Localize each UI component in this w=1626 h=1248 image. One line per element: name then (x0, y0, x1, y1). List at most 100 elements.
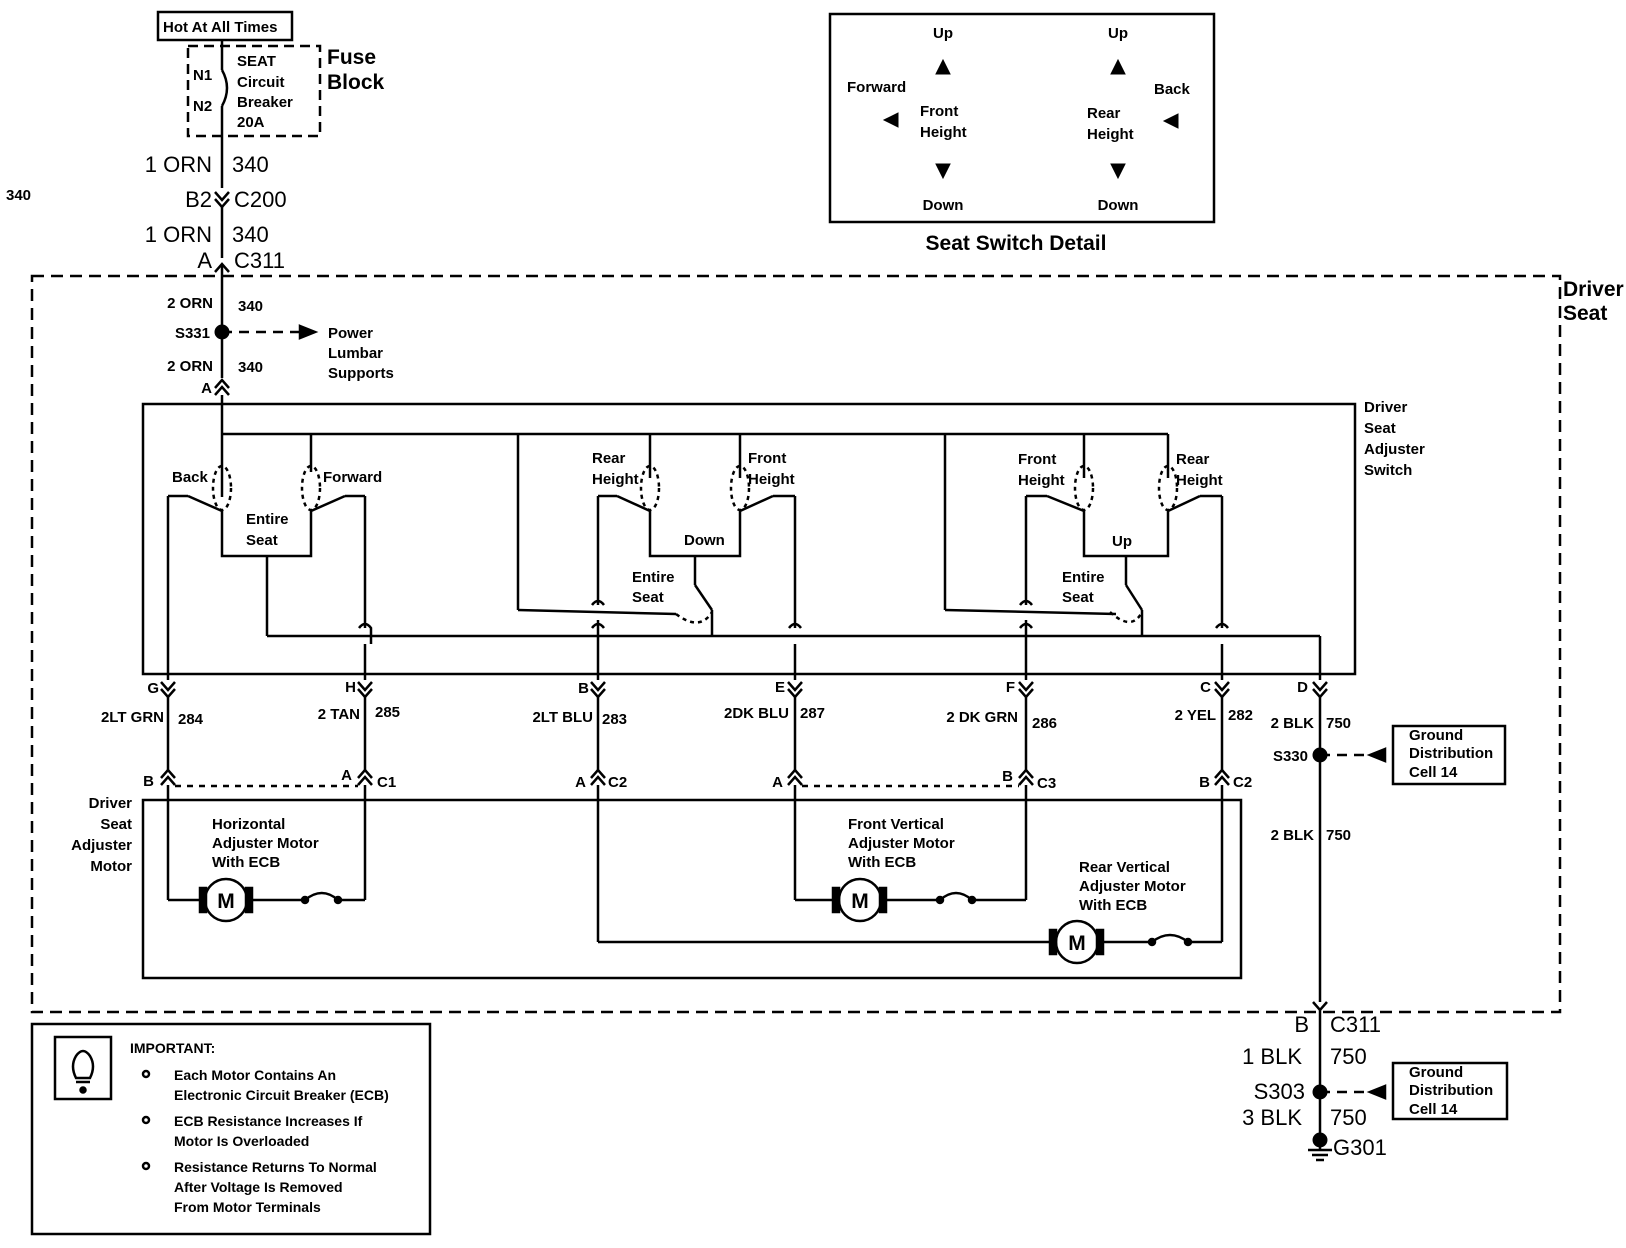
seat-switch-detail-box (828, 12, 1216, 224)
wire-5-gauge: 2 YEL (1175, 707, 1216, 724)
detail-rear-height-2: Height (1087, 126, 1134, 143)
important-b1-2: Electronic Circuit Breaker (ECB) (174, 1087, 389, 1103)
sw-rear-height-1a: Rear (592, 450, 626, 467)
side-label: 340 (6, 187, 31, 204)
sw-up: Up (1112, 533, 1132, 550)
wire-3-gauge: 2DK BLU (724, 705, 789, 722)
back-arrow-icon (1162, 113, 1179, 129)
ground-distribution-box-2 (1391, 1061, 1509, 1121)
wire-4-circuit: 286 (1032, 715, 1057, 732)
pin-n1: N1 (193, 67, 212, 84)
c200-pin: B2 (185, 187, 212, 212)
s330-label: S330 (1273, 748, 1308, 765)
ground-w1-gauge: 1 BLK (1242, 1044, 1302, 1069)
driver-seat-label-1: Driver (1563, 278, 1624, 301)
important-b3-2: After Voltage Is Removed (174, 1179, 343, 1195)
breaker-line-2: Circuit (237, 74, 285, 91)
wire-1-circuit: 285 (375, 704, 400, 721)
c311-ground-label: C311 (1330, 1012, 1381, 1037)
sw-back: Back (172, 469, 209, 486)
sw-front-height-1a: Front (748, 450, 786, 467)
fuse-block-label-1: Fuse (327, 46, 376, 69)
wire-6-circuit: 750 (1326, 715, 1351, 732)
pin-n2: N2 (193, 98, 212, 115)
driver-seat-label-2: Seat (1563, 302, 1607, 325)
sw-entire-seat-1b: Seat (246, 532, 278, 549)
driver-seat-adjuster-motor-box (141, 798, 1243, 980)
detail-up-left: Up (933, 25, 953, 42)
rear-vertical-ecb-icon (1151, 933, 1189, 944)
detail-down-left: Down (923, 197, 964, 214)
wire-1-gauge: 2 TAN (318, 706, 360, 723)
switch-label-4: Switch (1364, 462, 1412, 479)
ground-wire-gauge: 2 BLK (1271, 827, 1315, 844)
switch-cam-forward (300, 464, 322, 512)
ground-w3-gauge: 3 BLK (1242, 1105, 1302, 1130)
c1-pin-a: A (341, 767, 352, 784)
wire-6-pin: D (1297, 679, 1308, 696)
sw-down: Down (684, 532, 725, 549)
sw-forward: Forward (323, 469, 382, 486)
c3-pin-b: B (1002, 768, 1013, 785)
front-vertical-ecb-icon (939, 891, 973, 901)
driver-seat-adjuster-switch-box (141, 402, 1357, 676)
s330-splice-icon (1312, 747, 1328, 763)
detail-front-height-1: Front (920, 103, 958, 120)
c2b-pin-b: B (1199, 774, 1210, 791)
sw-rear-height-2b: Height (1176, 472, 1223, 489)
c1-label: C1 (377, 774, 396, 791)
down-arrow-left-icon (935, 163, 951, 180)
seat-switch-detail-caption: Seat Switch Detail (926, 232, 1107, 255)
motor-box-label-4: Motor (90, 858, 132, 875)
horizontal-motor-3: With ECB (212, 854, 280, 871)
up-arrow-left-icon (935, 58, 951, 75)
wire-5-circuit: 282 (1228, 707, 1253, 724)
fuse-block-label-2: Block (327, 71, 385, 94)
wire-4-pin: F (1006, 679, 1015, 696)
feed-a-circuit: 340 (238, 298, 263, 315)
c311-name: C311 (234, 248, 285, 273)
ground-w3-circuit: 750 (1330, 1105, 1367, 1130)
motor-box-label-3: Adjuster (71, 837, 132, 854)
ground-w1-circuit: 750 (1330, 1044, 1367, 1069)
c200-name: C200 (234, 187, 287, 212)
switch-label-3: Adjuster (1364, 441, 1425, 458)
top-wire-1-gauge: 1 ORN (145, 152, 212, 177)
c311-ground-pin: B (1294, 1012, 1309, 1037)
c2-label: C2 (608, 774, 627, 791)
important-b3-1: Resistance Returns To Normal (174, 1159, 377, 1175)
wire-6-gauge: 2 BLK (1271, 715, 1315, 732)
detail-rear-height-1: Rear (1087, 105, 1121, 122)
gdc1-line-3: Cell 14 (1409, 764, 1458, 781)
sw-front-height-2a: Front (1018, 451, 1056, 468)
important-b1-1: Each Motor Contains An (174, 1067, 336, 1083)
wire-3-circuit: 287 (800, 705, 825, 722)
sw-entire-seat-2a: Entire (632, 569, 675, 586)
hot-at-all-times-label: Hot At All Times (163, 19, 277, 36)
rear-vertical-motor-m: M (1068, 932, 1086, 955)
c3-pin-a: A (772, 774, 783, 791)
horizontal-motor-1: Horizontal (212, 816, 285, 833)
detail-back: Back (1154, 81, 1191, 98)
rear-vertical-motor-3: With ECB (1079, 897, 1147, 914)
detail-up-right: Up (1108, 25, 1128, 42)
front-vertical-motor-m: M (851, 890, 869, 913)
rear-vertical-motor-2: Adjuster Motor (1079, 878, 1186, 895)
lumbar-2: Lumbar (328, 345, 383, 362)
s331-splice-icon (214, 324, 230, 340)
lumbar-arrow-icon (298, 324, 319, 340)
important-b2-2: Motor Is Overloaded (174, 1133, 309, 1149)
lumbar-1: Power (328, 325, 373, 342)
lumbar-3: Supports (328, 365, 394, 382)
rear-vertical-motor-1: Rear Vertical (1079, 859, 1170, 876)
wire-3-pin: E (775, 679, 785, 696)
feed-b-gauge: 2 ORN (167, 358, 213, 375)
gdc2-line-1: Ground (1409, 1064, 1463, 1081)
motor-box-label-1: Driver (89, 795, 133, 812)
wire-0-pin: G (147, 680, 159, 697)
front-vertical-motor-1: Front Vertical (848, 816, 944, 833)
gdc1-line-1: Ground (1409, 727, 1463, 744)
gdc2-line-3: Cell 14 (1409, 1101, 1458, 1118)
circuit-breaker-symbol (220, 69, 229, 107)
